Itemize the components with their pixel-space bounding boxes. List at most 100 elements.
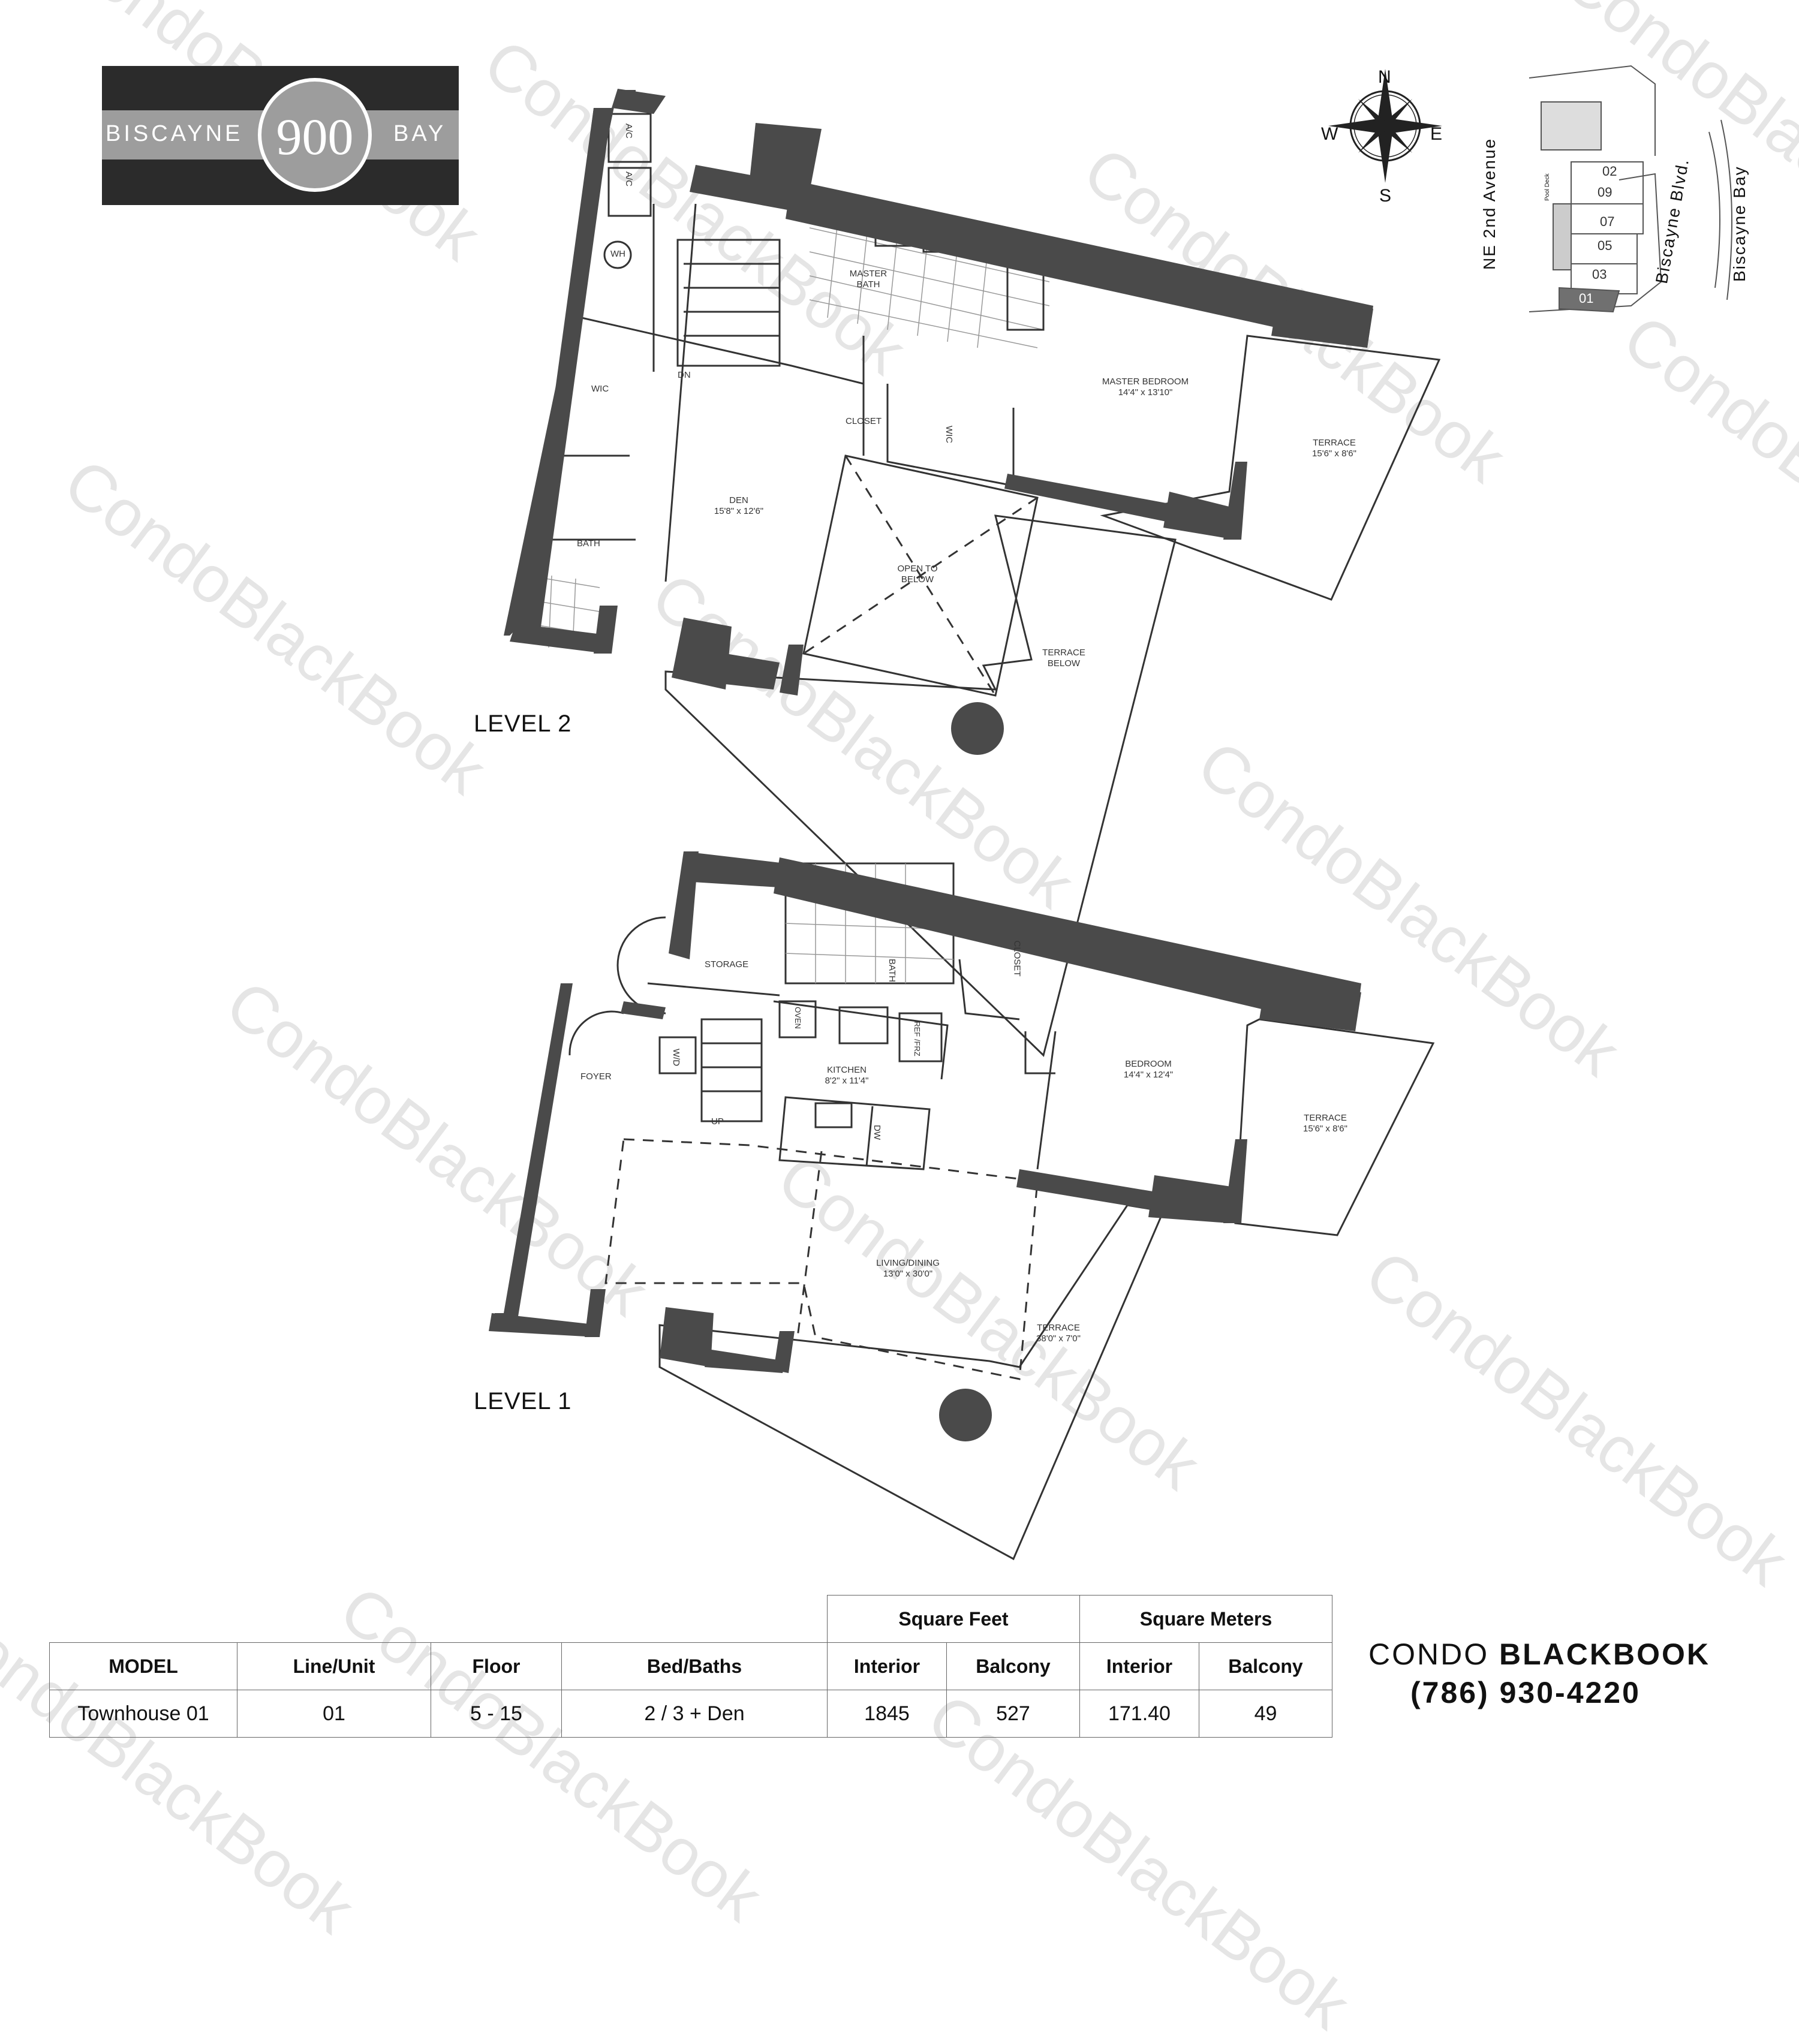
level2-wh-label: WH bbox=[610, 249, 625, 259]
level2-terrace-outline bbox=[1100, 335, 1441, 601]
level2-den-label: DEN 15'8" x 12'6" bbox=[714, 495, 763, 517]
level1-terrace-big-name: TERRACE bbox=[1037, 1323, 1080, 1333]
level2-den-name: DEN bbox=[729, 495, 748, 505]
level2-master-bedroom-label: MASTER BEDROOM 14'4" x 13'10" bbox=[1102, 377, 1189, 398]
level2-ac-1-label: A/C bbox=[624, 123, 634, 139]
spec-header-sqft: Square Feet bbox=[827, 1595, 1080, 1643]
spec-cell-sqm-interior: 171.40 bbox=[1079, 1690, 1199, 1738]
level2-master-bath-name: MASTER BATH bbox=[849, 269, 888, 290]
compass-w-label: W bbox=[1321, 124, 1338, 144]
spec-header-bed-baths: Bed/Baths bbox=[561, 1642, 828, 1690]
level2-open-below-outline bbox=[802, 454, 1039, 697]
spec-table-header-row: MODEL Line/Unit Floor Bed/Baths Interior… bbox=[49, 1642, 1333, 1690]
level1-foyer-label: FOYER bbox=[580, 1071, 612, 1082]
brand-phone: (786) 930-4220 bbox=[1410, 1676, 1641, 1709]
spec-header-sqft-balcony: Balcony bbox=[946, 1642, 1080, 1690]
spec-cell-bed-baths: 2 / 3 + Den bbox=[561, 1690, 828, 1738]
level2-stair bbox=[676, 239, 781, 367]
spec-table-group-header-row: Square Feet Square Meters bbox=[50, 1595, 1333, 1643]
level2-open-below-name: OPEN TO BELOW bbox=[897, 564, 938, 585]
level2-terrace-below-outline bbox=[664, 514, 1177, 1057]
spec-cell-floor: 5 - 15 bbox=[431, 1690, 562, 1738]
spec-header-model: MODEL bbox=[49, 1642, 237, 1690]
level1-bath-label: BATH bbox=[886, 959, 897, 982]
spec-table: Square Feet Square Meters MODEL Line/Uni… bbox=[49, 1595, 1333, 1738]
logo-text-left: BISCAYNE bbox=[106, 121, 243, 146]
level2-den-dim: 15'8" x 12'6" bbox=[714, 506, 764, 516]
keyplan-drawing bbox=[1529, 65, 1732, 313]
brand-name-part1: CONDO bbox=[1368, 1637, 1490, 1671]
level1-living-label: LIVING/DINING 13'0" x 30'0" bbox=[876, 1258, 940, 1280]
level1-plan bbox=[568, 862, 1435, 1561]
level2-terrace-dim: 15'6" x 8'6" bbox=[1312, 448, 1356, 459]
keyplan-unit-07: 07 bbox=[1600, 214, 1615, 229]
spec-header-sqft-interior: Interior bbox=[827, 1642, 947, 1690]
spec-header-line-unit: Line/Unit bbox=[237, 1642, 431, 1690]
level2-dn-label: DN bbox=[678, 370, 691, 380]
level2-closet-label: CLOSET bbox=[846, 416, 882, 426]
keyplan-unit-09: 09 bbox=[1598, 185, 1613, 200]
spec-cell-model: Townhouse 01 bbox=[49, 1690, 237, 1738]
level1-closet-label: CLOSET bbox=[1012, 940, 1022, 977]
spec-header-sqm-interior: Interior bbox=[1079, 1642, 1199, 1690]
logo-number: 900 bbox=[276, 108, 354, 165]
keyplan-unit-01: 01 bbox=[1579, 291, 1594, 306]
level2-plan bbox=[527, 113, 1441, 1057]
logo: BISCAYNE 900 BAY bbox=[102, 66, 459, 205]
keyplan-water: Biscayne Bay bbox=[1730, 165, 1749, 282]
level2-terrace-below-label: TERRACE BELOW bbox=[1040, 648, 1088, 669]
level2-open-below-label: OPEN TO BELOW bbox=[894, 564, 941, 585]
level1-stair bbox=[700, 1018, 763, 1122]
level1-kitchen-dim: 8'2" x 11'4" bbox=[825, 1076, 869, 1086]
level1-walls bbox=[489, 851, 1361, 1373]
level2-title: LEVEL 2 bbox=[474, 711, 572, 737]
level2-column bbox=[951, 702, 1004, 755]
compass-n-label: N bbox=[1378, 67, 1391, 87]
level1-bedroom-dim: 14'4" x 12'4" bbox=[1123, 1070, 1174, 1080]
keyplan-unit-05: 05 bbox=[1598, 238, 1613, 253]
spec-header-sqm-balcony: Balcony bbox=[1198, 1642, 1333, 1690]
level1-terrace-big-label: TERRACE 38'0" x 7'0" bbox=[1036, 1323, 1081, 1344]
brand-name: CONDO BLACKBOOK bbox=[1368, 1637, 1710, 1672]
compass-s-label: S bbox=[1379, 186, 1392, 206]
level1-title: LEVEL 1 bbox=[474, 1388, 572, 1414]
keyplan-street-west: NE 2nd Avenue bbox=[1480, 137, 1499, 270]
level1-dw-label: DW bbox=[872, 1125, 882, 1140]
level2-terrace-label: TERRACE 15'6" x 8'6" bbox=[1312, 438, 1356, 459]
spec-table-spacer bbox=[50, 1596, 828, 1643]
level1-kitchen-label: KITCHEN 8'2" x 11'4" bbox=[825, 1065, 869, 1086]
level1-living-name: LIVING/DINING bbox=[876, 1258, 940, 1268]
compass-e-label: E bbox=[1430, 124, 1443, 144]
level2-master-bedroom-name: MASTER BEDROOM bbox=[1102, 377, 1189, 387]
level2-ac-2-label: A/C bbox=[624, 171, 634, 187]
level1-terrace-big-dim: 38'0" x 7'0" bbox=[1036, 1333, 1081, 1344]
level2-master-bath-label: MASTER BATH bbox=[844, 269, 892, 290]
level2-terrace-name: TERRACE bbox=[1313, 438, 1356, 448]
level2-terrace-below-name: TERRACE BELOW bbox=[1042, 648, 1085, 669]
level1-kitchen-name: KITCHEN bbox=[827, 1065, 867, 1075]
logo-text-right: BAY bbox=[393, 121, 447, 146]
compass-rose bbox=[1328, 69, 1442, 183]
spec-header-floor: Floor bbox=[431, 1642, 562, 1690]
keyplan-unit-03: 03 bbox=[1592, 267, 1607, 282]
brand-name-part2: BLACKBOOK bbox=[1499, 1637, 1710, 1671]
level1-bedroom-name: BEDROOM bbox=[1125, 1059, 1172, 1069]
spec-header-sqm: Square Meters bbox=[1079, 1595, 1333, 1643]
level1-bedroom-label: BEDROOM 14'4" x 12'4" bbox=[1124, 1059, 1173, 1080]
level1-terrace-small-label: TERRACE 15'6" x 8'6" bbox=[1303, 1113, 1347, 1134]
level1-storage-label: STORAGE bbox=[705, 959, 749, 970]
spec-cell-sqft-interior: 1845 bbox=[827, 1690, 947, 1738]
spec-cell-line-unit: 01 bbox=[237, 1690, 431, 1738]
level2-bath-label: BATH bbox=[577, 538, 600, 549]
level2-master-bedroom-dim: 14'4" x 13'10" bbox=[1118, 387, 1173, 398]
level1-terrace-small-outline bbox=[1234, 1018, 1435, 1236]
spec-cell-sqm-balcony: 49 bbox=[1198, 1690, 1333, 1738]
level2-wic2-label: WIC bbox=[944, 425, 955, 444]
level1-terrace-small-name: TERRACE bbox=[1304, 1113, 1347, 1123]
level1-up-label: UP bbox=[711, 1116, 724, 1127]
level2-walls bbox=[504, 89, 1373, 696]
level1-column bbox=[939, 1389, 992, 1441]
level2-wic-label: WIC bbox=[591, 384, 609, 394]
table-row: Townhouse 01 01 5 - 15 2 / 3 + Den 1845 … bbox=[49, 1690, 1333, 1738]
level1-wd-label: W/D bbox=[671, 1048, 682, 1067]
